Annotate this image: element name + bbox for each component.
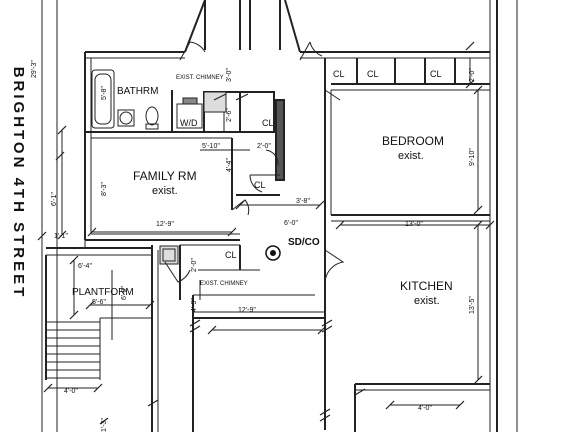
dimension-ticks [37, 41, 495, 410]
dim-side-1: 1'-1" [54, 233, 68, 240]
dim-window-w: 4'-0" [418, 405, 432, 412]
dim-cl-v: 4'-4" [226, 158, 233, 172]
dim-step: 3'-8" [296, 198, 310, 205]
detector-label: SD/CO [288, 237, 320, 248]
bathtub [91, 69, 115, 129]
fixtures [91, 69, 227, 265]
dim-bed-w: 13'-0" [405, 221, 423, 228]
room-label-washer-dryer: W/D [180, 118, 198, 128]
dim-plat-top: 6'-4" [78, 263, 92, 270]
dim-bath-h: 5'-8" [101, 86, 108, 100]
dim-plat-w: 8'-6" [92, 299, 106, 306]
doors [164, 41, 345, 283]
dim-bed-top-v: 2'-0" [469, 68, 476, 82]
chimney-label-upper: EXIST. CHIMNEY [176, 75, 224, 81]
room-status-kitchen: exist. [414, 295, 440, 307]
chimney-box-lower [159, 245, 179, 265]
room-label-kitchen: KITCHEN [400, 279, 453, 293]
dim-family-w: 12'-9" [156, 221, 174, 228]
dim-hall-v: 2'-6" [226, 108, 233, 122]
dim-left-ext: 6'-1" [51, 192, 58, 206]
dim-cl2-v: 2'-0" [191, 258, 198, 272]
dim-cl3-v: 4'-3" [191, 298, 198, 312]
toilet [145, 106, 159, 126]
walls [41, 0, 518, 432]
room-label-platform: PLANTFORM [72, 287, 134, 298]
stairs [46, 321, 100, 379]
room-label-bedroom: BEDROOM [382, 134, 444, 148]
dim-kit-h: 13'-5" [469, 296, 476, 314]
closet-label: CL [333, 69, 345, 79]
dim-overall-height: 29'-3" [31, 60, 38, 78]
closet-label: CL [262, 118, 274, 128]
room-label-family: FAMILY RM [133, 169, 197, 183]
room-label-bathroom: BATHRM [117, 86, 158, 97]
room-status-family: exist. [152, 185, 178, 197]
dim-bottom-left: 1'-3" [101, 418, 108, 432]
dim-hall-w: 5'-10" [202, 143, 220, 150]
street-label-container: BRIGHTON 4TH STREET [4, 58, 27, 308]
closet-label: CL [430, 69, 442, 79]
wall-openings [99, 319, 366, 425]
street-label: BRIGHTON 4TH STREET [10, 66, 27, 300]
dim-bed-h: 9'-10" [469, 148, 476, 166]
closet-label: CL [254, 180, 266, 190]
closet-label: CL [225, 250, 237, 260]
dim-plat-h: 6'-0" [121, 286, 128, 300]
dim-cl-w: 2'-0" [257, 143, 271, 150]
dim-stair-w: 4'-0" [64, 388, 78, 395]
room-status-bedroom: exist. [398, 150, 424, 162]
chimney-label-lower: EXIST. CHIMNEY [200, 281, 248, 287]
dimension-lines [48, 58, 490, 406]
dim-family-h: 8'-3" [101, 182, 108, 196]
chimney-box-upper [203, 91, 227, 113]
dim-hall-6: 6'-0" [284, 220, 298, 227]
dim-corr-w: 12'-9" [238, 307, 256, 314]
closet-label: CL [367, 69, 379, 79]
sd-co-detector [265, 245, 281, 261]
dim-chimney-w: 3'-0" [226, 68, 233, 82]
sink [119, 111, 133, 125]
